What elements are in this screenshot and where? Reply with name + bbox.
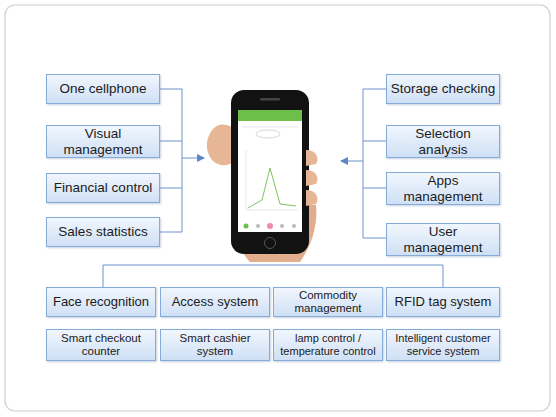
feature-box: Commodity management	[273, 287, 383, 317]
box-label: Intelligent customer service system	[390, 332, 496, 357]
feature-box: Storage checking	[386, 74, 500, 104]
frame-border	[5, 5, 550, 411]
right-bracket	[341, 89, 386, 238]
box-label: Apps management	[390, 173, 496, 204]
left-bracket	[160, 89, 204, 232]
feature-box: Smart checkout counter	[46, 329, 156, 361]
box-label: Smart cashier system	[164, 332, 266, 358]
feature-box: Intelligent customer service system	[386, 329, 500, 361]
box-label: Financial control	[54, 180, 152, 196]
box-label: Sales statistics	[58, 224, 147, 240]
feature-box: lamp control / temperature control	[273, 329, 383, 361]
box-label: Selection analysis	[390, 126, 496, 157]
feature-box: Smart cashier system	[160, 329, 270, 361]
box-label: Smart checkout counter	[50, 332, 152, 358]
box-label: User management	[390, 224, 496, 255]
box-label: RFID tag system	[395, 295, 492, 310]
feature-box: RFID tag system	[386, 287, 500, 317]
feature-box: Visual management	[46, 125, 160, 158]
feature-box: Access system	[160, 287, 270, 317]
feature-box: Sales statistics	[46, 217, 160, 247]
feature-box: Selection analysis	[386, 125, 500, 158]
feature-box: One cellphone	[46, 74, 160, 104]
bottom-bracket	[103, 265, 443, 287]
feature-box: User management	[386, 223, 500, 256]
box-label: Storage checking	[391, 81, 495, 97]
box-label: One cellphone	[59, 81, 146, 97]
box-label: lamp control / temperature control	[277, 332, 379, 357]
box-label: Visual management	[50, 126, 156, 157]
box-label: Commodity management	[277, 289, 379, 315]
feature-box: Financial control	[46, 173, 160, 203]
feature-box: Apps management	[386, 172, 500, 205]
box-label: Access system	[172, 295, 259, 310]
phone-illustration	[207, 90, 318, 262]
feature-box: Face recognition	[46, 287, 156, 317]
box-label: Face recognition	[53, 295, 149, 310]
